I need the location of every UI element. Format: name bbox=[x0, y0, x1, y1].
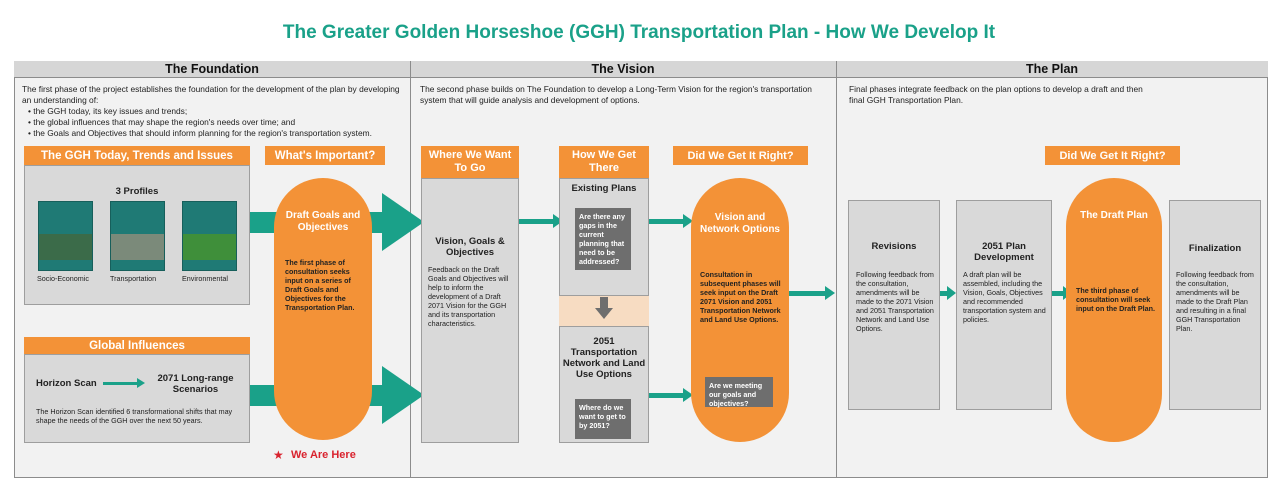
vision-intro: The second phase builds on The Foundatio… bbox=[420, 84, 812, 105]
foundation-intro: The first phase of the project establish… bbox=[22, 84, 407, 139]
profiles-title: 3 Profiles bbox=[115, 186, 159, 197]
vision-goals-text: Feedback on the Draft Goals and Objectiv… bbox=[428, 265, 509, 328]
how-we-get-there-bar: How We Get There bbox=[559, 146, 649, 178]
network-options-title: 2051 Transportation Network and Land Use… bbox=[562, 336, 646, 380]
arrow-right-icon bbox=[103, 382, 138, 385]
revisions-box bbox=[848, 200, 940, 410]
arrow-right-icon bbox=[825, 286, 835, 300]
plan-development-title: 2051 Plan Development bbox=[974, 241, 1034, 263]
finalization-title: Finalization bbox=[1188, 243, 1242, 254]
arrow-right-icon bbox=[683, 388, 693, 402]
header-vision: The Vision bbox=[410, 61, 836, 78]
vno-title: Vision and Network Options bbox=[699, 212, 780, 235]
arrow-right-icon bbox=[382, 366, 424, 424]
arrow-right-icon bbox=[947, 286, 956, 300]
vno-question-box: Are we meeting our goals and objectives? bbox=[705, 377, 773, 408]
foundation-bullets: the GGH today, its key issues and trends… bbox=[28, 106, 407, 139]
plan-intro: Final phases integrate feedback on the p… bbox=[849, 84, 1143, 105]
page-title: The Greater Golden Horseshoe (GGH) Trans… bbox=[282, 22, 996, 43]
header-plan: The Plan bbox=[836, 61, 1268, 78]
global-influences-bar: Global Influences bbox=[24, 337, 250, 354]
arrow-right-icon bbox=[519, 219, 553, 224]
arrow-right-icon bbox=[1052, 291, 1063, 296]
horizon-text: The Horizon Scan identified 6 transforma… bbox=[36, 407, 233, 425]
arrow-right-icon bbox=[382, 193, 424, 251]
global-influences-box bbox=[24, 354, 250, 443]
draft-goals-title: Draft Goals and Objectives bbox=[285, 210, 361, 233]
did-we-get-it-right-bar-vision: Did We Get It Right? bbox=[673, 146, 808, 165]
revisions-title: Revisions bbox=[871, 241, 917, 252]
transportation-profile-image bbox=[110, 201, 165, 271]
revisions-text: Following feedback from the consultation… bbox=[856, 270, 934, 333]
divider-1 bbox=[410, 61, 411, 478]
plan-development-box bbox=[956, 200, 1052, 410]
arrow-right-icon bbox=[789, 291, 825, 296]
arrow-right-icon bbox=[940, 291, 947, 296]
arrow-right-icon bbox=[553, 214, 563, 228]
vno-text: Consultation in subsequent phases will s… bbox=[700, 270, 781, 324]
draft-goals-pill bbox=[274, 178, 372, 440]
profile-label-env: Environmental bbox=[182, 274, 228, 283]
draft-goals-text: The first phase of consultation seeks in… bbox=[285, 258, 355, 312]
star-icon: ★ bbox=[273, 448, 284, 462]
did-we-get-it-right-bar-plan: Did We Get It Right? bbox=[1045, 146, 1180, 165]
scenarios-label: 2071 Long-range Scenarios bbox=[157, 373, 234, 395]
environmental-profile-image bbox=[182, 201, 237, 271]
bullet-3: the Goals and Objectives that should inf… bbox=[28, 128, 407, 139]
draft-plan-text: The third phase of consultation will see… bbox=[1076, 286, 1156, 313]
arrow-right-icon bbox=[137, 378, 145, 388]
vision-goals-title: Vision, Goals & Objectives bbox=[435, 236, 505, 258]
arrow-right-icon bbox=[649, 219, 683, 224]
socio-economic-profile-image bbox=[38, 201, 93, 271]
bullet-2: the global influences that may shape the… bbox=[28, 117, 407, 128]
finalization-box bbox=[1169, 200, 1261, 410]
we-are-here-label: We Are Here bbox=[291, 449, 356, 461]
profile-label-transport: Transportation bbox=[110, 274, 157, 283]
arrow-right-icon bbox=[683, 214, 693, 228]
finalization-text: Following feedback from the consultation… bbox=[1176, 270, 1254, 333]
header-foundation: The Foundation bbox=[14, 61, 410, 78]
network-question-box: Where do we want to get to by 2051? bbox=[575, 399, 631, 439]
profile-label-socio: Socio-Economic bbox=[37, 274, 89, 283]
vision-goals-box bbox=[421, 178, 519, 443]
existing-plans-title: Existing Plans bbox=[571, 183, 637, 194]
arrow-down-icon bbox=[600, 297, 608, 308]
arrow-right-icon bbox=[649, 393, 683, 398]
existing-question-box: Are there any gaps in the current planni… bbox=[575, 208, 631, 270]
divider-2 bbox=[836, 61, 837, 478]
whats-important-bar: What's Important? bbox=[265, 146, 385, 165]
ggh-today-bar: The GGH Today, Trends and Issues bbox=[24, 146, 250, 165]
horizon-scan-label: Horizon Scan bbox=[36, 378, 97, 389]
plan-development-text: A draft plan will be assembled, includin… bbox=[963, 270, 1046, 324]
arrow-down-icon bbox=[595, 308, 613, 319]
draft-plan-title: The Draft Plan bbox=[1080, 210, 1148, 221]
draft-plan-pill bbox=[1066, 178, 1162, 442]
bullet-1: the GGH today, its key issues and trends… bbox=[28, 106, 407, 117]
where-we-want-bar: Where We Want To Go bbox=[421, 146, 519, 178]
